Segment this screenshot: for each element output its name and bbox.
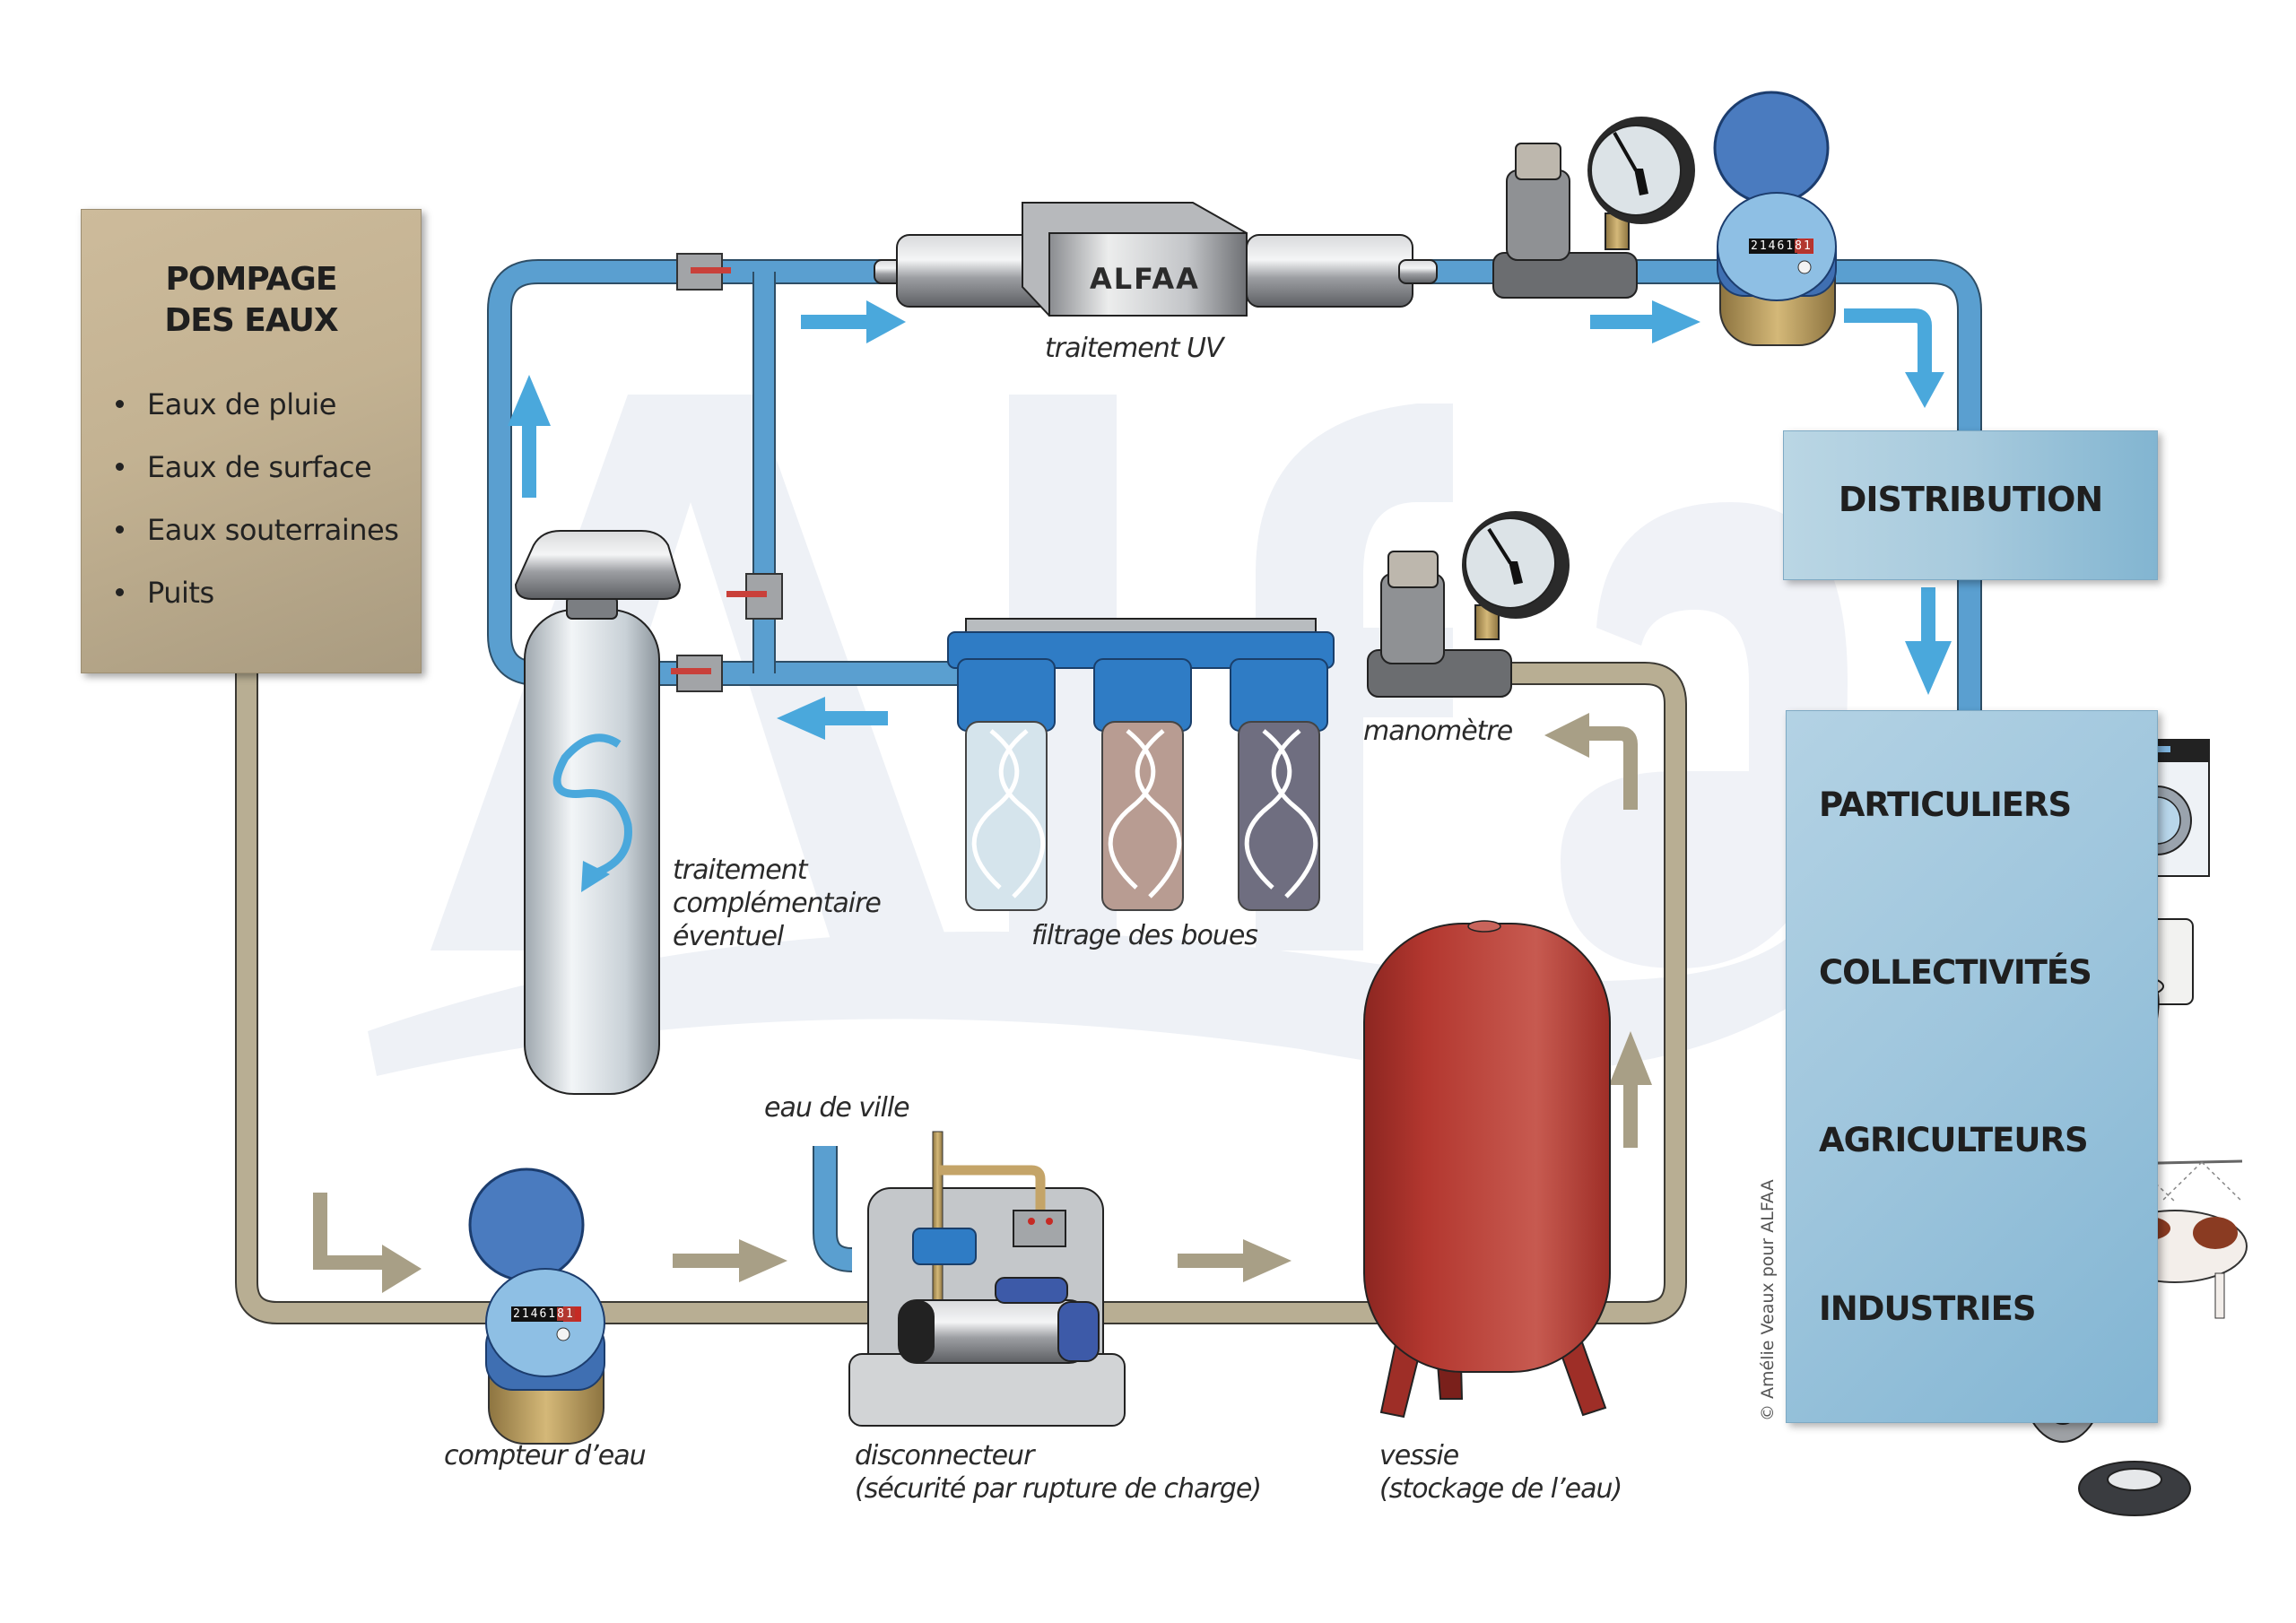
distribution-title: DISTRIBUTION [1838, 480, 2103, 519]
softener-tank [514, 530, 682, 1095]
expansion-vessel [1363, 920, 1611, 1419]
arrow-corner-down-icon [1844, 308, 1944, 408]
arrow-left-icon [777, 697, 888, 740]
bullet-icon [116, 587, 124, 596]
uv-brand-logo: ALFAA [1090, 262, 1200, 296]
valve-bypass [726, 573, 783, 620]
softener-label: traitement complémentaire éventuel [673, 854, 882, 953]
manometer-label: manomètre [1363, 716, 1513, 747]
source-title-line2: DES EAUX [164, 302, 338, 339]
pressure-reducer-top [1492, 117, 1695, 299]
arrow-corner-left-icon [1544, 713, 1638, 810]
uv-label: traitement UV [1045, 333, 1224, 364]
source-box-title: POMPAGE DES EAUX [82, 259, 421, 342]
source-item: Eaux de surface [116, 436, 398, 499]
source-box: POMPAGE DES EAUX Eaux de pluie Eaux de s… [81, 209, 422, 673]
water-meter-label: compteur d’eau [444, 1440, 647, 1471]
users-box: PARTICULIERS COLLECTIVITÉS AGRICULTEURS … [1786, 710, 2158, 1423]
filters-label: filtrage des boues [1031, 920, 1258, 951]
meter-top-reading: 2146181 [1751, 239, 1813, 254]
arrow-right-icon [673, 1239, 787, 1282]
meter-bottom-reading: 2146181 [513, 1306, 575, 1322]
arrow-right-icon [1590, 300, 1700, 343]
bullet-icon [116, 399, 124, 408]
flow-arrows-treated [508, 300, 1952, 740]
valve-top [676, 253, 731, 291]
softener-label-line2: complémentaire [673, 888, 882, 919]
arrow-corner-right-icon [313, 1193, 422, 1293]
source-item: Puits [116, 561, 398, 624]
water-meter-top [1713, 91, 1837, 346]
user-industries: INDUSTRIES [1819, 1289, 2037, 1328]
source-item-label: Eaux de surface [147, 450, 372, 484]
filter-housings [947, 618, 1335, 911]
source-list: Eaux de pluie Eaux de surface Eaux soute… [116, 373, 399, 624]
softener-label-line1: traitement [673, 855, 807, 886]
filter-cartridge [1093, 658, 1192, 911]
water-meter-bottom [468, 1167, 605, 1445]
manometer-assembly [1367, 511, 1570, 698]
arrow-up-icon [1609, 1031, 1652, 1148]
user-particuliers: PARTICULIERS [1819, 785, 2072, 824]
valve-bottom [671, 655, 723, 692]
copyright-credit: © Amélie Veaux pour ALFAA [1758, 1179, 1778, 1421]
vessel-label-line2: (stockage de l’eau) [1379, 1473, 1622, 1505]
user-collectivites: COLLECTIVITÉS [1819, 953, 2092, 992]
raw-water-pipe [235, 662, 1687, 1324]
meter-reading-red: 81 [557, 1307, 575, 1321]
flow-arrows-raw [313, 713, 1652, 1293]
source-title-line1: POMPAGE [165, 261, 338, 298]
distribution-box: DISTRIBUTION [1783, 430, 2158, 580]
city-water-label: eau de ville [764, 1092, 910, 1124]
arrow-right-icon [1178, 1239, 1292, 1282]
filter-cartridge [957, 658, 1056, 911]
meter-reading-black: 21461 [513, 1307, 558, 1321]
meter-reading-red: 81 [1795, 239, 1813, 253]
vessel-label: vessie (stockage de l’eau) [1379, 1439, 1622, 1506]
filter-cartridge [1230, 658, 1328, 911]
uv-unit-illustration [874, 202, 1438, 317]
softener-label-line3: éventuel [673, 921, 784, 952]
source-item-label: Eaux souterraines [147, 513, 399, 547]
bullet-icon [116, 525, 124, 534]
arrow-right-icon [801, 300, 906, 343]
disconnector-label: disconnecteur (sécurité par rupture de c… [855, 1439, 1262, 1506]
arrow-down-icon [1905, 587, 1952, 695]
arrow-up-icon [508, 375, 551, 498]
disconnector-label-line2: (sécurité par rupture de charge) [855, 1473, 1262, 1505]
source-item-label: Eaux de pluie [147, 387, 336, 421]
disconnector-label-line1: disconnecteur [855, 1440, 1034, 1471]
user-agriculteurs: AGRICULTEURS [1819, 1121, 2089, 1159]
source-item-label: Puits [147, 576, 214, 610]
bullet-icon [116, 462, 124, 471]
meter-reading-black: 21461 [1751, 239, 1796, 253]
source-item: Eaux de pluie [116, 373, 398, 436]
source-item: Eaux souterraines [116, 499, 399, 561]
vessel-label-line1: vessie [1379, 1440, 1459, 1471]
disconnector-unit [848, 1131, 1126, 1427]
